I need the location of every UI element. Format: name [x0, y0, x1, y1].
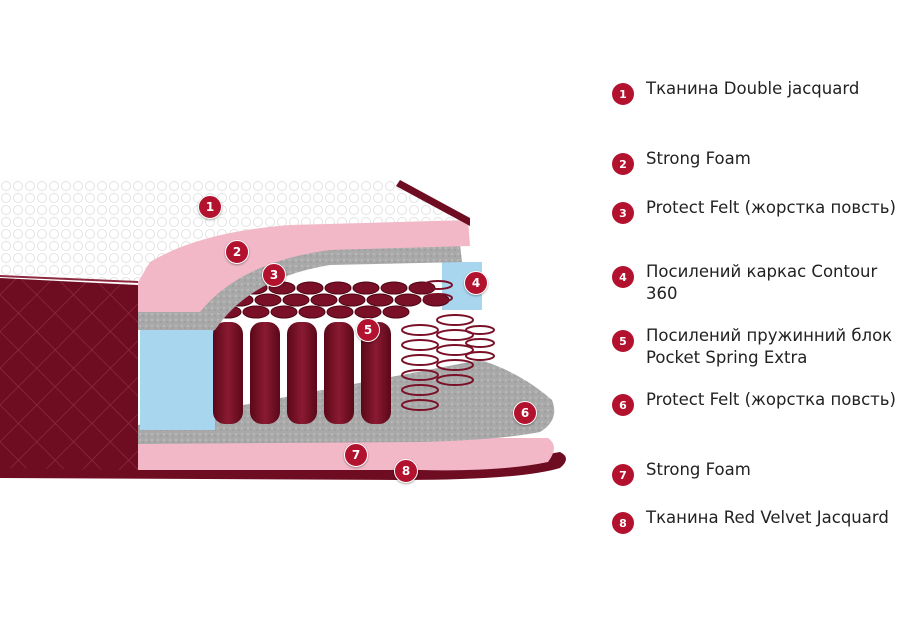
legend-item-2: 2 Strong Foam [612, 148, 896, 175]
legend-item-1: 1 Тканина Double jacquard [612, 78, 896, 105]
mattress-cutaway-illustration [0, 180, 566, 480]
legend-number: 1 [612, 83, 634, 105]
marker-2: 2 [225, 240, 249, 264]
legend-label: Тканина Red Velvet Jacquard [646, 508, 889, 527]
legend-number: 8 [612, 512, 634, 534]
top-felt-layer [138, 244, 462, 330]
top-foam-layer [138, 220, 470, 312]
legend-label: Protect Felt (жорстка повсть) [646, 390, 896, 409]
marker-5: 5 [356, 318, 380, 342]
legend-label: Посилений пружинний блок Pocket Spring E… [646, 326, 893, 367]
legend-item-8: 8 Тканина Red Velvet Jacquard [612, 507, 896, 534]
top-fabric-layer [0, 180, 470, 282]
legend-label: Strong Foam [646, 460, 751, 479]
marker-8: 8 [394, 459, 418, 483]
velvet-side-panel [0, 278, 138, 470]
pocket-spring-block [213, 280, 495, 424]
marker-3: 3 [262, 263, 286, 287]
legend-number: 4 [612, 266, 634, 288]
legend-number: 7 [612, 464, 634, 486]
legend-item-5: 5 Посилений пружинний блок Pocket Spring… [612, 325, 896, 369]
legend-label: Посилений каркас Contour 360 [646, 262, 878, 303]
legend-label: Тканина Double jacquard [646, 79, 860, 98]
marker-1: 1 [198, 195, 222, 219]
legend-item-3: 3 Protect Felt (жорстка повсть) [612, 197, 896, 224]
marker-4: 4 [464, 271, 488, 295]
legend-item-6: 6 Protect Felt (жорстка повсть) [612, 389, 896, 416]
legend-item-4: 4 Посилений каркас Contour 360 [612, 261, 896, 305]
legend-label: Strong Foam [646, 149, 751, 168]
legend-label: Protect Felt (жорстка повсть) [646, 198, 896, 217]
marker-7: 7 [344, 443, 368, 467]
marker-6: 6 [513, 401, 537, 425]
legend-number: 2 [612, 153, 634, 175]
legend-item-7: 7 Strong Foam [612, 459, 896, 486]
legend-number: 6 [612, 394, 634, 416]
frame-left [140, 330, 215, 430]
legend-number: 5 [612, 330, 634, 352]
legend-number: 3 [612, 202, 634, 224]
